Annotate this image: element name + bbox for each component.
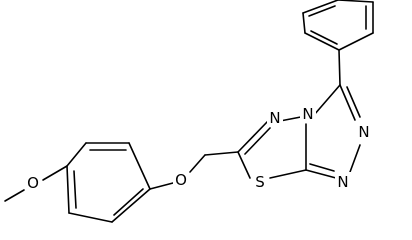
atom-n-triazole-bottom: N xyxy=(335,172,351,191)
bond-methyl-o xyxy=(4,189,25,202)
bond-ring-ether-o xyxy=(149,182,174,190)
bond-o-ring xyxy=(42,165,68,181)
nitrogen-label-bridge: N xyxy=(302,105,313,123)
atom-ether-o: O xyxy=(173,170,189,189)
methoxyphenyl-ring xyxy=(66,142,151,223)
nitrogen-label-triazole-bottom: N xyxy=(337,173,348,191)
bond-ch2-ring xyxy=(204,151,239,156)
molecule-diagram: O O S N N N N xyxy=(4,0,374,223)
bond-ether-o-ch2 xyxy=(189,154,206,173)
sulfur-label: S xyxy=(255,173,265,191)
methoxy-oxygen-label: O xyxy=(27,174,39,192)
atom-sulfur: S xyxy=(252,171,268,191)
nitrogen-label-triazole-right: N xyxy=(358,123,369,141)
atom-n-triazole-right: N xyxy=(356,122,372,141)
phenyl-ring xyxy=(302,0,374,51)
ether-oxygen-label: O xyxy=(175,171,187,189)
thiadiazole-ring xyxy=(237,115,307,179)
triazole-ring xyxy=(305,84,361,179)
atom-methoxy-o: O xyxy=(25,173,41,192)
structure-canvas: O O S N N N N xyxy=(4,0,374,223)
atom-n-thiadiazole: N xyxy=(267,108,283,127)
bond-triazole-phenyl xyxy=(338,49,341,86)
atom-n-bridge: N xyxy=(300,104,316,123)
nitrogen-label-thiadiazole: N xyxy=(269,109,280,127)
